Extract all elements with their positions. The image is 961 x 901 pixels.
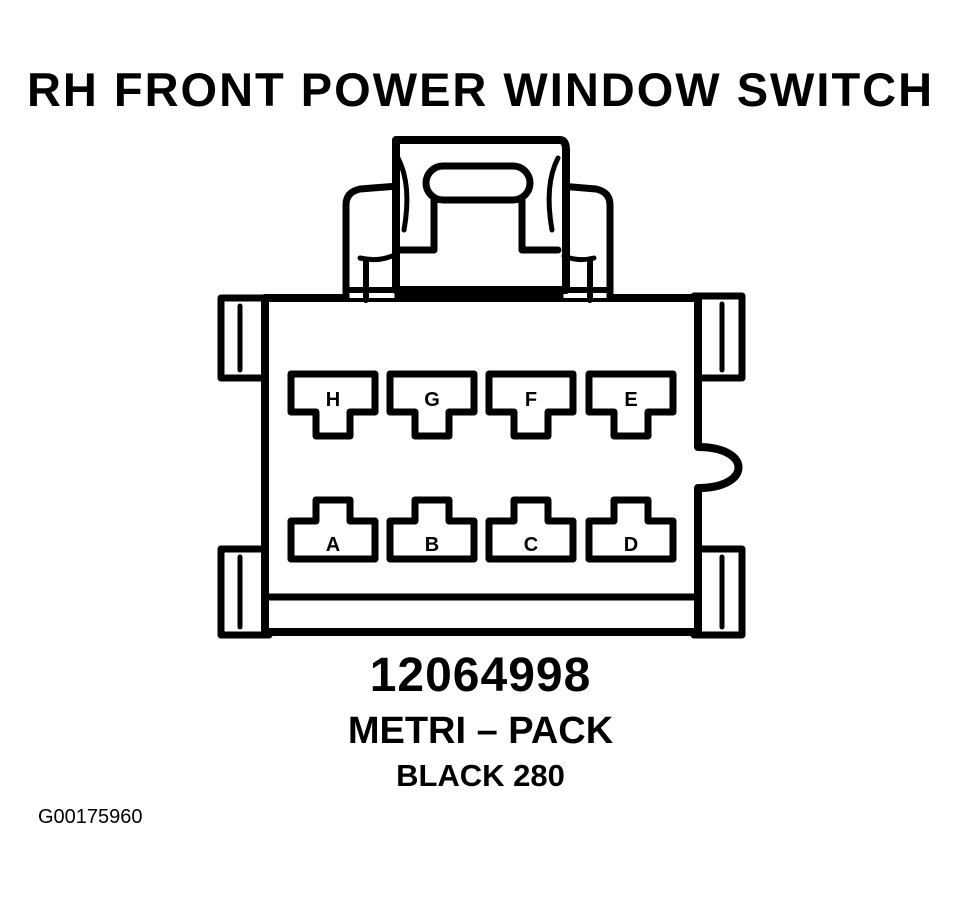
diagram-title: RH FRONT POWER WINDOW SWITCH — [26, 63, 935, 116]
cavity-b — [386, 496, 478, 563]
figure-id: G00175960 — [38, 806, 143, 828]
connector-color-code: BLACK 280 — [396, 758, 565, 793]
cavity-d — [585, 496, 677, 563]
cavity-h — [287, 370, 379, 440]
pin-label-f: F — [525, 389, 537, 411]
cavity-g — [386, 370, 478, 440]
pin-label-a: A — [326, 534, 340, 556]
cavity-c — [485, 496, 577, 563]
pin-label-h: H — [326, 389, 340, 411]
cavity-e — [585, 370, 677, 440]
pin-label-b: B — [425, 534, 439, 556]
cavity-f — [485, 370, 577, 440]
cavity-a — [287, 496, 379, 563]
pin-label-d: D — [624, 534, 638, 556]
pin-label-g: G — [424, 389, 440, 411]
connector-type: METRI – PACK — [347, 710, 614, 752]
connector-part-number: 12064998 — [369, 649, 592, 702]
pin-label-e: E — [624, 389, 637, 411]
lock-latch — [342, 136, 614, 303]
pin-label-c: C — [524, 534, 538, 556]
connector-body — [261, 294, 743, 636]
